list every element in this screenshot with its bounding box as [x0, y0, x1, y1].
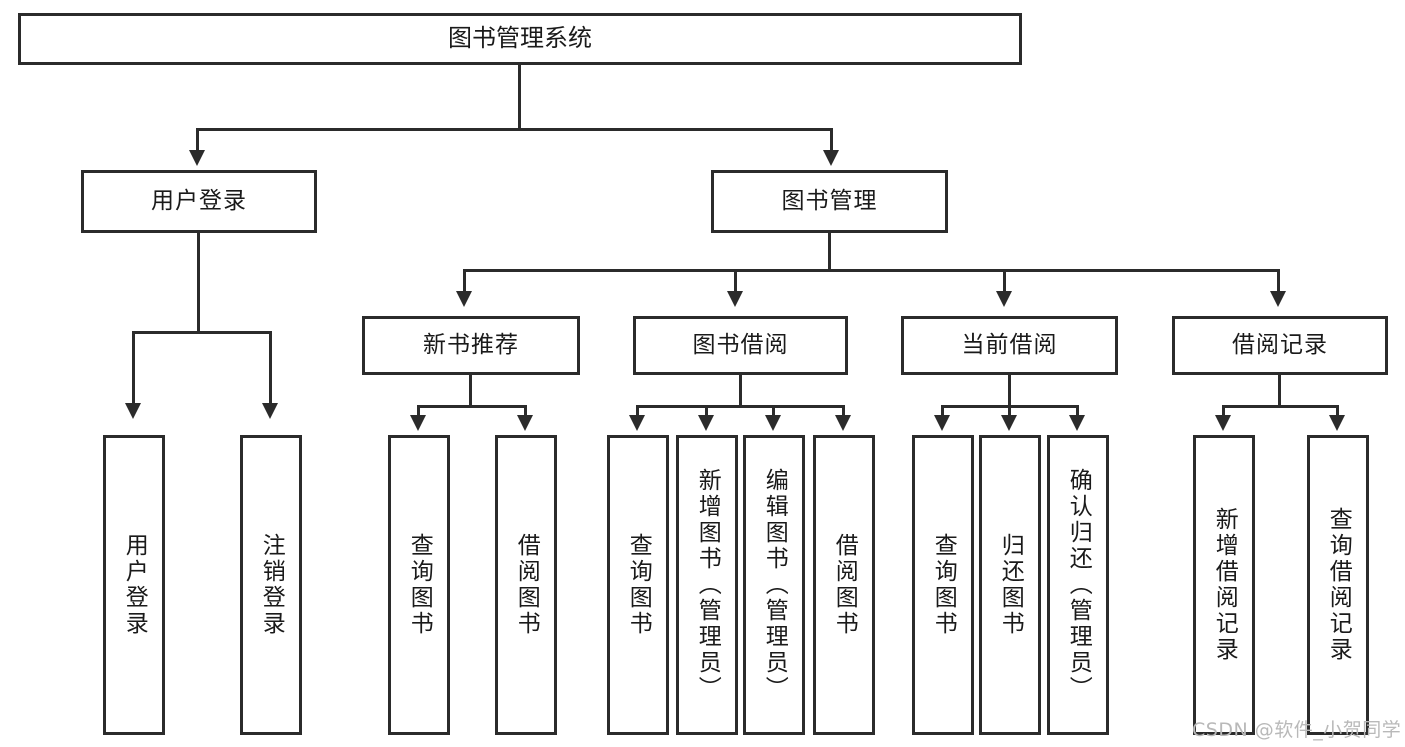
node-label: 借阅图书 — [831, 533, 858, 637]
node-label: 新增图书（管理员） — [694, 468, 721, 702]
arrow-to-borrow-records — [1270, 291, 1286, 307]
node-root-system[interactable]: 图书管理系统 — [18, 13, 1022, 65]
arrow-to-leaf-add-book — [698, 415, 714, 431]
arrow-to-leaf-confirm-return — [1069, 415, 1085, 431]
node-label: 用户登录 — [121, 533, 148, 637]
leaf-add-borrow-record[interactable]: 新增借阅记录 — [1193, 435, 1255, 735]
connector-records-drop-2 — [1336, 405, 1339, 417]
arrow-to-leaf-logout — [262, 403, 278, 419]
csdn-watermark: CSDN @软件_小贺同学 — [1192, 719, 1402, 741]
arrow-to-book-manage — [823, 150, 839, 166]
node-label: 查询图书 — [930, 533, 957, 637]
connector-borrow-bus — [636, 405, 845, 408]
node-new-book-recommend[interactable]: 新书推荐 — [362, 316, 580, 375]
leaf-query-book-current[interactable]: 查询图书 — [912, 435, 974, 735]
connector-recommend-drop-1 — [417, 405, 420, 417]
node-borrow-records[interactable]: 借阅记录 — [1172, 316, 1388, 375]
arrow-to-book-borrow — [727, 291, 743, 307]
node-label: 借阅记录 — [1232, 332, 1328, 359]
node-label: 查询图书 — [406, 533, 433, 637]
connector-current-drop-2 — [1008, 405, 1011, 417]
connector-level3-drop-1 — [463, 269, 466, 291]
leaf-add-book-admin[interactable]: 新增图书（管理员） — [676, 435, 738, 735]
connector-user-login-drop-2 — [269, 331, 272, 403]
leaf-borrow-book-borrow[interactable]: 借阅图书 — [813, 435, 875, 735]
node-current-borrow[interactable]: 当前借阅 — [901, 316, 1118, 375]
connector-records-stem — [1278, 375, 1281, 407]
node-label: 图书管理系统 — [448, 24, 592, 53]
connector-user-login-drop-1 — [132, 331, 135, 403]
arrow-to-leaf-borrow-book-1 — [517, 415, 533, 431]
connector-level2-drop-left — [196, 128, 199, 150]
connector-recommend-bus — [417, 405, 527, 408]
connector-level3-bus — [463, 269, 1280, 272]
arrow-to-leaf-user-login — [125, 403, 141, 419]
node-label: 查询借阅记录 — [1325, 507, 1352, 663]
leaf-query-book-recommend[interactable]: 查询图书 — [388, 435, 450, 735]
connector-current-drop-3 — [1076, 405, 1079, 417]
node-label: 编辑图书（管理员） — [761, 468, 788, 702]
arrow-to-leaf-return-book — [1001, 415, 1017, 431]
connector-borrow-drop-2 — [705, 405, 708, 417]
node-user-login[interactable]: 用户登录 — [81, 170, 317, 233]
connector-records-bus — [1222, 405, 1339, 408]
node-label: 借阅图书 — [513, 533, 540, 637]
arrow-to-leaf-borrow-book-2 — [835, 415, 851, 431]
node-book-management[interactable]: 图书管理 — [711, 170, 948, 233]
connector-level2-drop-right — [830, 128, 833, 150]
node-label: 用户登录 — [151, 188, 247, 215]
leaf-query-book-borrow[interactable]: 查询图书 — [607, 435, 669, 735]
connector-level3-drop-4 — [1277, 269, 1280, 291]
arrow-to-leaf-query-book-1 — [410, 415, 426, 431]
connector-borrow-stem — [739, 375, 742, 407]
leaf-edit-book-admin[interactable]: 编辑图书（管理员） — [743, 435, 805, 735]
arrow-to-current-borrow — [996, 291, 1012, 307]
connector-current-drop-1 — [941, 405, 944, 417]
leaf-confirm-return-admin[interactable]: 确认归还（管理员） — [1047, 435, 1109, 735]
leaf-borrow-book-recommend[interactable]: 借阅图书 — [495, 435, 557, 735]
arrow-to-leaf-edit-book — [765, 415, 781, 431]
node-label: 归还图书 — [997, 533, 1024, 637]
arrow-to-leaf-query-book-3 — [934, 415, 950, 431]
connector-root-stem — [518, 65, 521, 130]
connector-book-manage-stem — [828, 233, 831, 270]
leaf-logout[interactable]: 注销登录 — [240, 435, 302, 735]
node-label: 图书管理 — [781, 188, 878, 215]
connector-level3-drop-3 — [1003, 269, 1006, 291]
connector-recommend-drop-2 — [524, 405, 527, 417]
connector-current-stem — [1008, 375, 1011, 407]
node-book-borrow[interactable]: 图书借阅 — [633, 316, 848, 375]
node-label: 图书借阅 — [692, 332, 789, 359]
node-label: 新书推荐 — [423, 332, 519, 359]
node-label: 查询图书 — [625, 533, 652, 637]
leaf-query-borrow-record[interactable]: 查询借阅记录 — [1307, 435, 1369, 735]
connector-records-drop-1 — [1222, 405, 1225, 417]
leaf-return-book[interactable]: 归还图书 — [979, 435, 1041, 735]
connector-recommend-stem — [469, 375, 472, 407]
connector-borrow-drop-3 — [772, 405, 775, 417]
connector-user-login-stem — [197, 233, 200, 333]
node-label: 当前借阅 — [961, 332, 1058, 359]
node-label: 新增借阅记录 — [1211, 507, 1238, 663]
node-label: 注销登录 — [258, 533, 285, 637]
arrow-to-leaf-add-record — [1215, 415, 1231, 431]
connector-level2-bus — [196, 128, 833, 131]
connector-user-login-bus — [132, 331, 272, 334]
arrow-to-user-login — [189, 150, 205, 166]
arrow-to-leaf-query-record — [1329, 415, 1345, 431]
arrow-to-new-book-recommend — [456, 291, 472, 307]
arrow-to-leaf-query-book-2 — [629, 415, 645, 431]
connector-borrow-drop-4 — [842, 405, 845, 417]
connector-borrow-drop-1 — [636, 405, 639, 417]
node-label: 确认归还（管理员） — [1065, 468, 1092, 702]
leaf-user-login[interactable]: 用户登录 — [103, 435, 165, 735]
connector-level3-drop-2 — [734, 269, 737, 291]
